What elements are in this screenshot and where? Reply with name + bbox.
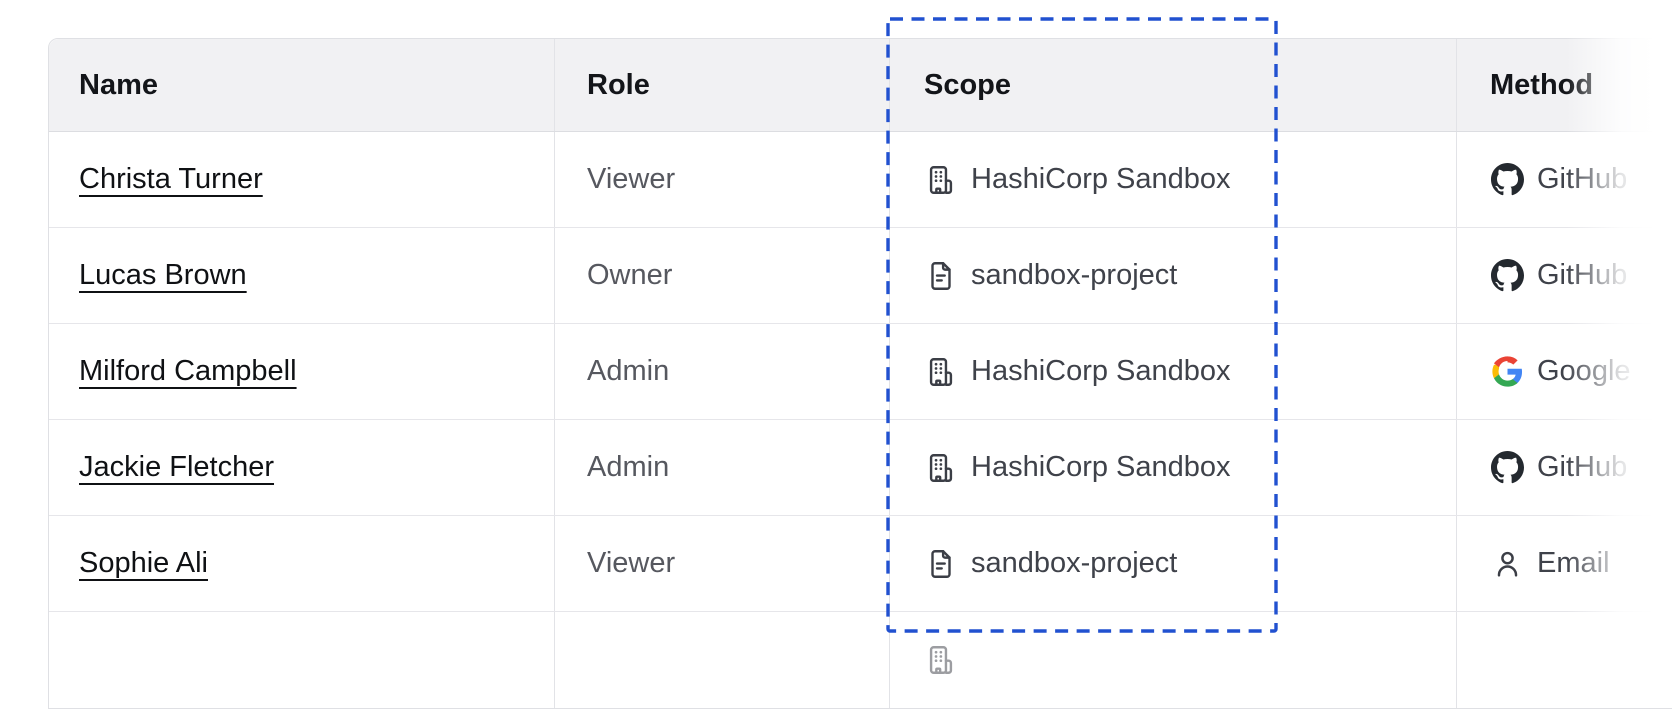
member-name-link[interactable]: Christa Turner <box>79 163 263 195</box>
member-name-link[interactable]: Lucas Brown <box>79 259 247 291</box>
org-icon <box>929 357 953 386</box>
member-name-link[interactable]: Sophie Ali <box>79 547 208 579</box>
org-icon <box>929 453 953 482</box>
scope-icon-slot <box>924 643 958 677</box>
github-icon <box>1490 163 1524 196</box>
method-label: GitHub <box>1537 259 1628 291</box>
member-name-link[interactable]: Milford Campbell <box>79 355 297 387</box>
role-text: Admin <box>587 355 670 387</box>
scope-label: HashiCorp Sandbox <box>971 355 1231 387</box>
scope-icon-slot <box>924 451 958 485</box>
role-text: Viewer <box>587 547 676 579</box>
method-label: GitHub <box>1537 163 1628 195</box>
github-icon <box>1490 259 1524 292</box>
column-header-name: Name <box>79 68 158 101</box>
method-icon-slot <box>1490 451 1524 485</box>
column-header-scope: Scope <box>889 39 1456 131</box>
table-row: Jackie Fletcher Admin HashiCorp Sandbox … <box>49 420 1672 516</box>
table-row: Milford Campbell Admin HashiCorp Sandbox… <box>49 324 1672 420</box>
scope-label: sandbox-project <box>971 547 1178 579</box>
method-label: Google <box>1537 355 1631 387</box>
table-row: Lucas Brown Owner sandbox-project GitHub <box>49 228 1672 324</box>
method-icon-slot <box>1490 163 1524 197</box>
scope-label: HashiCorp Sandbox <box>971 163 1231 195</box>
table-row: Christa Turner Viewer HashiCorp Sandbox … <box>49 132 1672 228</box>
scope-label: sandbox-project <box>971 259 1178 291</box>
table-row-partial <box>49 612 1672 708</box>
role-text: Owner <box>587 259 673 291</box>
method-icon-slot <box>1490 259 1524 293</box>
method-label: GitHub <box>1537 451 1628 483</box>
method-icon-slot <box>1490 355 1524 389</box>
scope-icon-slot <box>924 355 958 389</box>
role-text: Viewer <box>587 163 676 195</box>
table-row: Sophie Ali Viewer sandbox-project Email <box>49 516 1672 612</box>
scope-icon-slot <box>924 163 958 197</box>
method-label: Email <box>1537 547 1610 579</box>
column-header-role: Role <box>554 39 889 131</box>
org-icon <box>929 165 953 194</box>
table-header-row: Name Role Scope Method <box>49 39 1672 132</box>
members-table-screen: Name Role Scope Method Christa Turner Vi… <box>48 0 1672 709</box>
scope-label: HashiCorp Sandbox <box>971 451 1231 483</box>
method-icon-slot <box>1490 547 1524 581</box>
user-icon <box>1497 551 1517 577</box>
scope-icon-slot <box>924 259 958 293</box>
members-table: Name Role Scope Method Christa Turner Vi… <box>48 38 1672 709</box>
member-name-link[interactable]: Jackie Fletcher <box>79 451 275 483</box>
github-icon <box>1490 451 1524 484</box>
scope-icon-slot <box>924 547 958 581</box>
file-icon <box>931 549 951 578</box>
column-header-method: Method <box>1456 39 1672 131</box>
google-icon <box>1491 356 1522 387</box>
role-text: Admin <box>587 451 670 483</box>
table-body: Christa Turner Viewer HashiCorp Sandbox … <box>49 132 1672 612</box>
org-icon <box>929 646 953 674</box>
file-icon <box>931 261 951 290</box>
